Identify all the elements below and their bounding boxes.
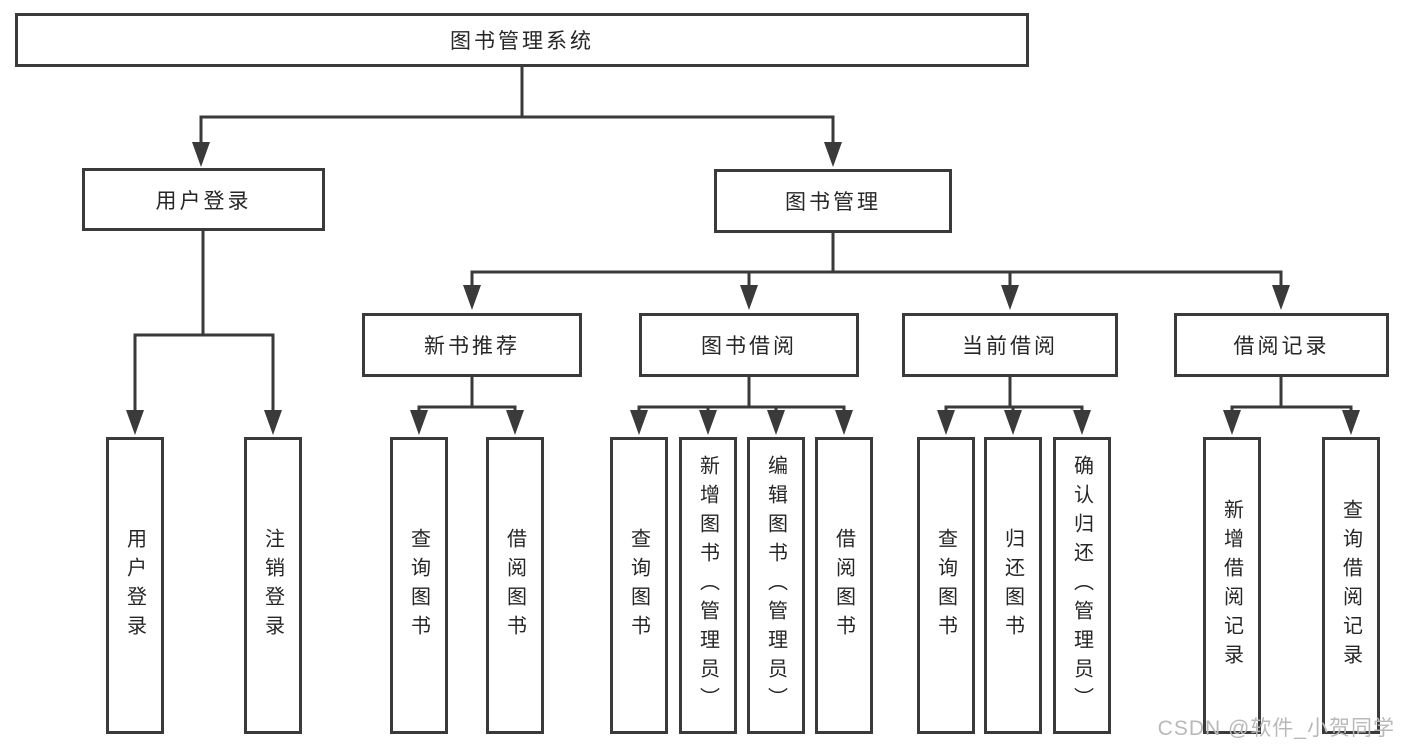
node-logout-leaf: 注销登录 <box>244 437 302 734</box>
node-add-borrow-record: 新增借阅记录 <box>1203 437 1261 734</box>
arrowhead <box>410 410 428 435</box>
node-user-login: 用户登录 <box>82 168 325 231</box>
node-label: 注销登录 <box>261 527 284 644</box>
arrowhead <box>1272 285 1290 310</box>
node-borrow-books-recommend: 借阅图书 <box>486 437 544 734</box>
edge-level2-branch <box>199 115 835 145</box>
csdn-watermark: CSDN @软件_小贺同学 <box>1157 717 1395 740</box>
node-borrow-books-leaf: 借阅图书 <box>815 437 873 734</box>
node-label: 编辑图书（管理员） <box>764 455 787 716</box>
node-query-books-recommend: 查询图书 <box>390 437 448 734</box>
edge-user-login-branch <box>133 333 275 412</box>
node-label: 当前借阅 <box>962 335 1058 358</box>
arrowhead <box>1004 410 1022 435</box>
arrowhead <box>1342 410 1360 435</box>
node-label: 新书推荐 <box>424 335 520 358</box>
node-query-borrow-record: 查询借阅记录 <box>1322 437 1380 734</box>
edge-records-branch <box>1230 405 1353 413</box>
node-label: 图书管理系统 <box>450 30 594 53</box>
node-user-login-leaf: 用户登录 <box>106 437 164 734</box>
arrowhead <box>699 410 717 435</box>
arrowhead <box>1001 285 1019 310</box>
arrowhead <box>1073 410 1091 435</box>
arrowhead <box>937 410 955 435</box>
node-label: 查询图书 <box>934 527 957 644</box>
node-current-borrowing: 当前借阅 <box>902 313 1118 377</box>
arrowhead <box>740 285 758 310</box>
node-edit-book-admin: 编辑图书（管理员） <box>747 437 805 734</box>
edge-level3-branch <box>470 270 1283 288</box>
arrowhead <box>767 410 785 435</box>
arrowhead <box>126 410 144 435</box>
arrowhead <box>1223 410 1241 435</box>
node-label: 借阅图书 <box>832 527 855 644</box>
node-book-management: 图书管理 <box>714 169 952 233</box>
node-add-book-admin: 新增图书（管理员） <box>679 437 737 734</box>
node-label: 新增借阅记录 <box>1220 498 1243 673</box>
arrowhead <box>506 410 524 435</box>
node-label: 归还图书 <box>1001 527 1024 644</box>
node-label: 查询图书 <box>407 527 430 644</box>
edge-borrowing-branch <box>637 405 846 413</box>
arrowhead <box>835 410 853 435</box>
node-label: 用户登录 <box>155 189 252 213</box>
arrowhead <box>463 285 481 310</box>
node-label: 借阅记录 <box>1233 335 1330 358</box>
node-query-books-current: 查询图书 <box>917 437 975 734</box>
edge-recommend-branch <box>417 405 517 413</box>
node-return-books: 归还图书 <box>984 437 1042 734</box>
node-label: 确认归还（管理员） <box>1070 455 1093 716</box>
node-root: 图书管理系统 <box>15 13 1029 67</box>
node-label: 查询图书 <box>627 527 650 644</box>
node-label: 图书管理 <box>785 191 881 214</box>
arrowhead <box>264 410 282 435</box>
node-label: 查询借阅记录 <box>1339 498 1362 673</box>
node-label: 用户登录 <box>123 527 146 644</box>
node-borrowing-records: 借阅记录 <box>1174 313 1389 377</box>
node-book-borrowing: 图书借阅 <box>639 313 859 377</box>
node-query-books-borrowing: 查询图书 <box>610 437 668 734</box>
node-new-book-recommend: 新书推荐 <box>362 313 582 377</box>
node-label: 新增图书（管理员） <box>696 455 719 716</box>
node-label: 图书借阅 <box>701 335 797 358</box>
arrowhead <box>824 142 842 167</box>
node-label: 借阅图书 <box>503 527 526 644</box>
arrowhead <box>630 410 648 435</box>
arrowhead <box>192 142 210 167</box>
node-confirm-return-admin: 确认归还（管理员） <box>1053 437 1111 734</box>
